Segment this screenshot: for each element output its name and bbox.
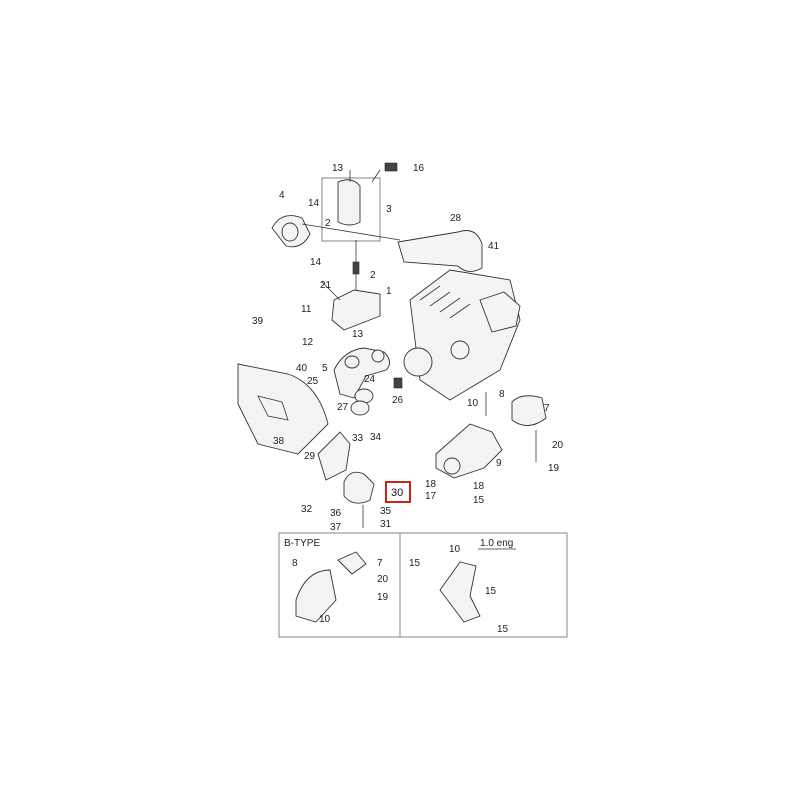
callout-7: 7 (544, 403, 550, 414)
btype-8: 8 (292, 558, 298, 569)
bracket-1 (331, 289, 381, 331)
callout-12: 12 (302, 337, 314, 348)
callout-33: 33 (352, 433, 364, 444)
mount-7 (511, 395, 547, 426)
callout-30-highlighted[interactable]: 30 (391, 487, 403, 499)
callout-11: 11 (301, 304, 312, 315)
callout-14b: 14 (310, 257, 322, 268)
callout-40: 40 (296, 363, 308, 374)
heat-shield-38 (237, 363, 329, 455)
callout-2b: 2 (370, 270, 376, 281)
callout-27: 27 (337, 402, 349, 413)
eng-10: 10 (449, 544, 461, 555)
inset-frame (278, 532, 568, 638)
callout-13: 13 (332, 163, 344, 174)
callout-39: 39 (252, 316, 264, 327)
btype-10: 10 (319, 614, 331, 625)
mount-30 (343, 471, 375, 504)
pulley (403, 347, 433, 377)
callout-2: 2 (325, 218, 331, 229)
callout-25: 25 (307, 376, 319, 387)
bolt-16 (384, 162, 398, 172)
btype-19: 19 (377, 592, 389, 603)
eng-bracket (439, 561, 481, 623)
stud (352, 261, 360, 275)
eng-15a: 15 (409, 558, 421, 569)
callout-28: 28 (450, 213, 462, 224)
btype-20: 20 (377, 574, 389, 585)
callout-34: 34 (370, 432, 382, 443)
callout-20: 20 (552, 440, 564, 451)
upper-mount (337, 179, 361, 226)
callout-19: 19 (548, 463, 560, 474)
callout-29: 29 (304, 451, 316, 462)
callout-31: 31 (380, 519, 392, 530)
engine-block (409, 269, 521, 401)
callout-9: 9 (496, 458, 502, 469)
btype-7: 7 (377, 558, 383, 569)
btype-title: B-TYPE (284, 538, 320, 549)
callout-21: 21 (320, 280, 332, 291)
callout-17: 17 (425, 491, 437, 502)
callout-3: 3 (386, 204, 392, 215)
highlight-box[interactable] (385, 481, 411, 503)
callout-10: 10 (467, 398, 479, 409)
callout-14: 14 (308, 198, 320, 209)
callout-32: 32 (301, 504, 313, 515)
callout-38: 38 (273, 436, 285, 447)
callout-16: 16 (413, 163, 425, 174)
callout-24: 24 (364, 374, 376, 385)
callout-26: 26 (392, 395, 404, 406)
callout-36: 36 (330, 508, 342, 519)
callout-18b: 18 (473, 481, 485, 492)
callout-13b: 13 (352, 329, 364, 340)
bushing-27 (350, 400, 370, 416)
btype-bracket (295, 569, 337, 623)
eng-15b: 15 (485, 586, 497, 597)
callout-8: 8 (499, 389, 505, 400)
callout-5: 5 (322, 363, 328, 374)
callout-37: 37 (330, 522, 342, 533)
callout-18a: 18 (425, 479, 437, 490)
callout-35: 35 (380, 506, 392, 517)
eng-title: 1.0 eng (480, 538, 513, 549)
callout-4: 4 (279, 190, 285, 201)
callout-15: 15 (473, 495, 485, 506)
group-box (321, 177, 381, 242)
bracket-29 (317, 431, 351, 481)
eng-15c: 15 (497, 624, 509, 635)
callout-1: 1 (386, 286, 392, 297)
bracket-28 (397, 230, 483, 272)
callout-41: 41 (488, 241, 500, 252)
